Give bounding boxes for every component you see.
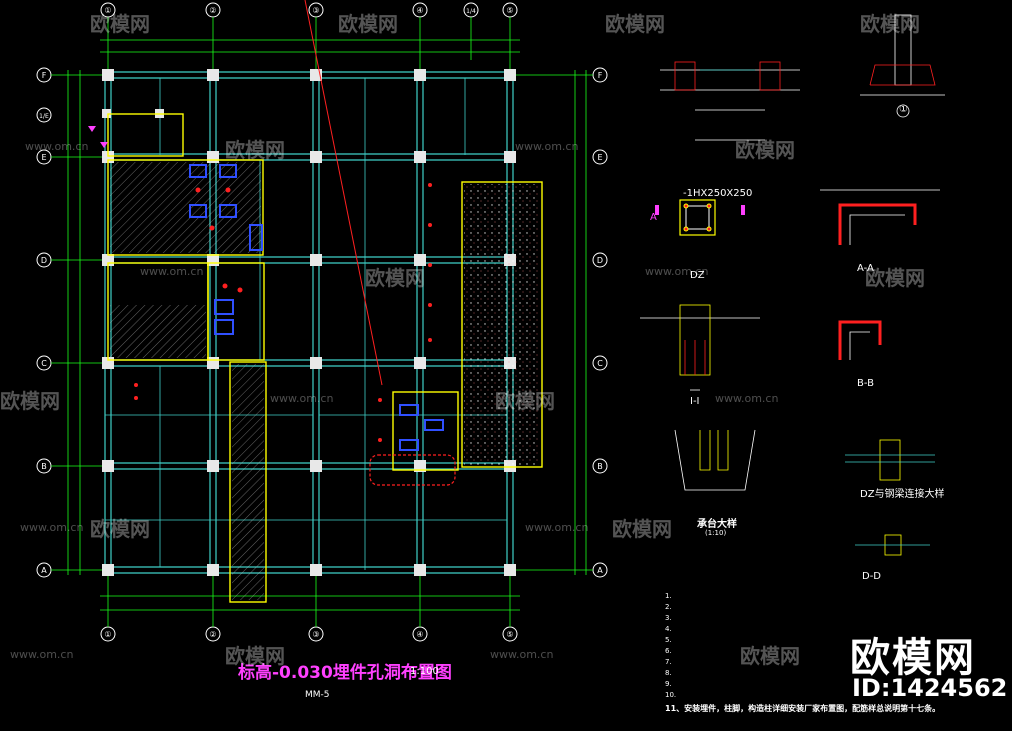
- watermark-url: www.om.cn: [270, 392, 334, 405]
- svg-text:D: D: [597, 256, 603, 265]
- svg-text:C: C: [41, 359, 47, 368]
- detail-a-label: A: [650, 212, 657, 223]
- svg-text:①: ①: [104, 630, 111, 639]
- note-7: 7.: [665, 658, 672, 666]
- left-axis-labels: F 1/E E D C B A F E D C B A: [39, 71, 603, 575]
- pile-cap-detail: [674, 429, 756, 491]
- watermark-brand: 欧模网: [605, 12, 665, 36]
- watermark-url: www.om.cn: [715, 392, 779, 405]
- watermark-brand: 欧模网: [225, 138, 285, 162]
- section-aa-detail: [820, 189, 940, 245]
- axis-top-4: ④: [416, 6, 423, 15]
- watermark-brand: 欧模网: [90, 517, 150, 541]
- dz-elevation-detail: [640, 304, 760, 391]
- axis-top-1-4: 1/4: [466, 8, 476, 15]
- pit-walls: [107, 113, 543, 603]
- svg-text:A: A: [41, 566, 47, 575]
- dz-connection-title: DZ与钢梁连接大样: [860, 489, 945, 500]
- embed-plate-detail: [679, 199, 716, 236]
- axis-top-3: ③: [312, 6, 319, 15]
- watermark-brand: 欧模网: [612, 517, 672, 541]
- dimension-lines: [51, 17, 593, 627]
- bottom-axis-bubbles: [100, 626, 518, 642]
- watermark-url: www.om.cn: [140, 265, 204, 278]
- svg-text:④: ④: [416, 630, 423, 639]
- svg-text:1/E: 1/E: [39, 113, 49, 120]
- watermark-url: www.om.cn: [515, 140, 579, 153]
- watermark-brand: 欧模网: [735, 138, 795, 162]
- watermark-brand: 欧模网: [860, 12, 920, 36]
- note-2: 2.: [665, 603, 672, 611]
- svg-text:E: E: [597, 153, 602, 162]
- dz-label: DZ: [690, 270, 705, 281]
- svg-text:F: F: [598, 71, 603, 80]
- note-4: 4.: [665, 625, 672, 633]
- svg-text:D: D: [41, 256, 47, 265]
- watermark-brand: 欧模网: [365, 266, 425, 290]
- section-bb-detail: [838, 320, 882, 360]
- legend-text: MM-5: [305, 690, 330, 700]
- left-axis-bubbles: [36, 67, 608, 578]
- svg-text:A: A: [597, 566, 603, 575]
- watermark-brand: 欧模网: [90, 12, 150, 36]
- svg-text:B: B: [41, 462, 47, 471]
- section-ii-label: I-I: [690, 396, 700, 407]
- pile-cap-title: 承台大样: [697, 519, 737, 530]
- note-5: 5.: [665, 636, 672, 644]
- svg-text:C: C: [597, 359, 603, 368]
- bottom-axis-labels: ① ② ③ ④ ⑤: [104, 630, 513, 639]
- watermark-brand: 欧模网: [0, 389, 60, 413]
- watermark-id: ID:1424562: [852, 674, 1008, 702]
- axis-top-1: ①: [104, 6, 111, 15]
- pile-cap-scale: (1:10): [705, 529, 727, 537]
- note-1: 1.: [665, 592, 672, 600]
- plan-title: 标高-0.030埋件孔洞布置图: [238, 663, 452, 683]
- watermark-url: www.om.cn: [525, 521, 589, 534]
- axis-top-5: ⑤: [506, 6, 513, 15]
- plan-scale: 1:100: [410, 666, 439, 677]
- watermark-brand: 欧模网: [740, 644, 800, 668]
- svg-text:②: ②: [209, 630, 216, 639]
- watermark-url: www.om.cn: [20, 521, 84, 534]
- dz-beam-connection: [845, 439, 935, 556]
- detail-top-section: [660, 61, 800, 141]
- hatched-areas: [110, 162, 540, 600]
- watermark-brand: 欧模网: [338, 12, 398, 36]
- note-8: 8.: [665, 669, 672, 677]
- section-aa-label: A-A: [857, 263, 874, 274]
- note-10: 10.: [665, 691, 677, 699]
- svg-text:⑤: ⑤: [506, 630, 513, 639]
- note-9: 9.: [665, 680, 672, 688]
- embed-markers: [134, 164, 456, 486]
- note-3: 3.: [665, 614, 672, 622]
- detail-one-label: ①: [899, 104, 908, 115]
- watermark-brand: 欧模网: [225, 644, 285, 668]
- red-reference-line: [304, 0, 383, 386]
- watermark-logo-text: 欧模网: [850, 635, 976, 681]
- watermark-brand: 欧模网: [495, 389, 555, 413]
- top-axis-labels: ① ② ③ ④ 1/4 ⑤: [104, 6, 513, 15]
- watermark-brand: 欧模网: [865, 266, 925, 290]
- axis-top-2: ②: [209, 6, 216, 15]
- section-bb-label: B-B: [857, 378, 874, 389]
- magenta-markers: [88, 126, 745, 215]
- watermark-url: www.om.cn: [25, 140, 89, 153]
- svg-text:③: ③: [312, 630, 319, 639]
- svg-text:E: E: [41, 153, 46, 162]
- embed-size-label: -1HX250X250: [683, 188, 753, 199]
- watermark-url: www.om.cn: [10, 648, 74, 661]
- watermark-url: www.om.cn: [645, 265, 709, 278]
- note-11: 11、安装埋件，柱脚，构造柱详细安装厂家布置图，配筋样总说明第十七条。: [665, 704, 941, 713]
- top-axis-bubbles: [100, 2, 518, 18]
- section-dd-label: D-D: [862, 571, 882, 582]
- watermark-url: www.om.cn: [490, 648, 554, 661]
- svg-text:F: F: [42, 71, 47, 80]
- svg-text:B: B: [597, 462, 603, 471]
- note-6: 6.: [665, 647, 672, 655]
- detail-top-right: [860, 14, 945, 118]
